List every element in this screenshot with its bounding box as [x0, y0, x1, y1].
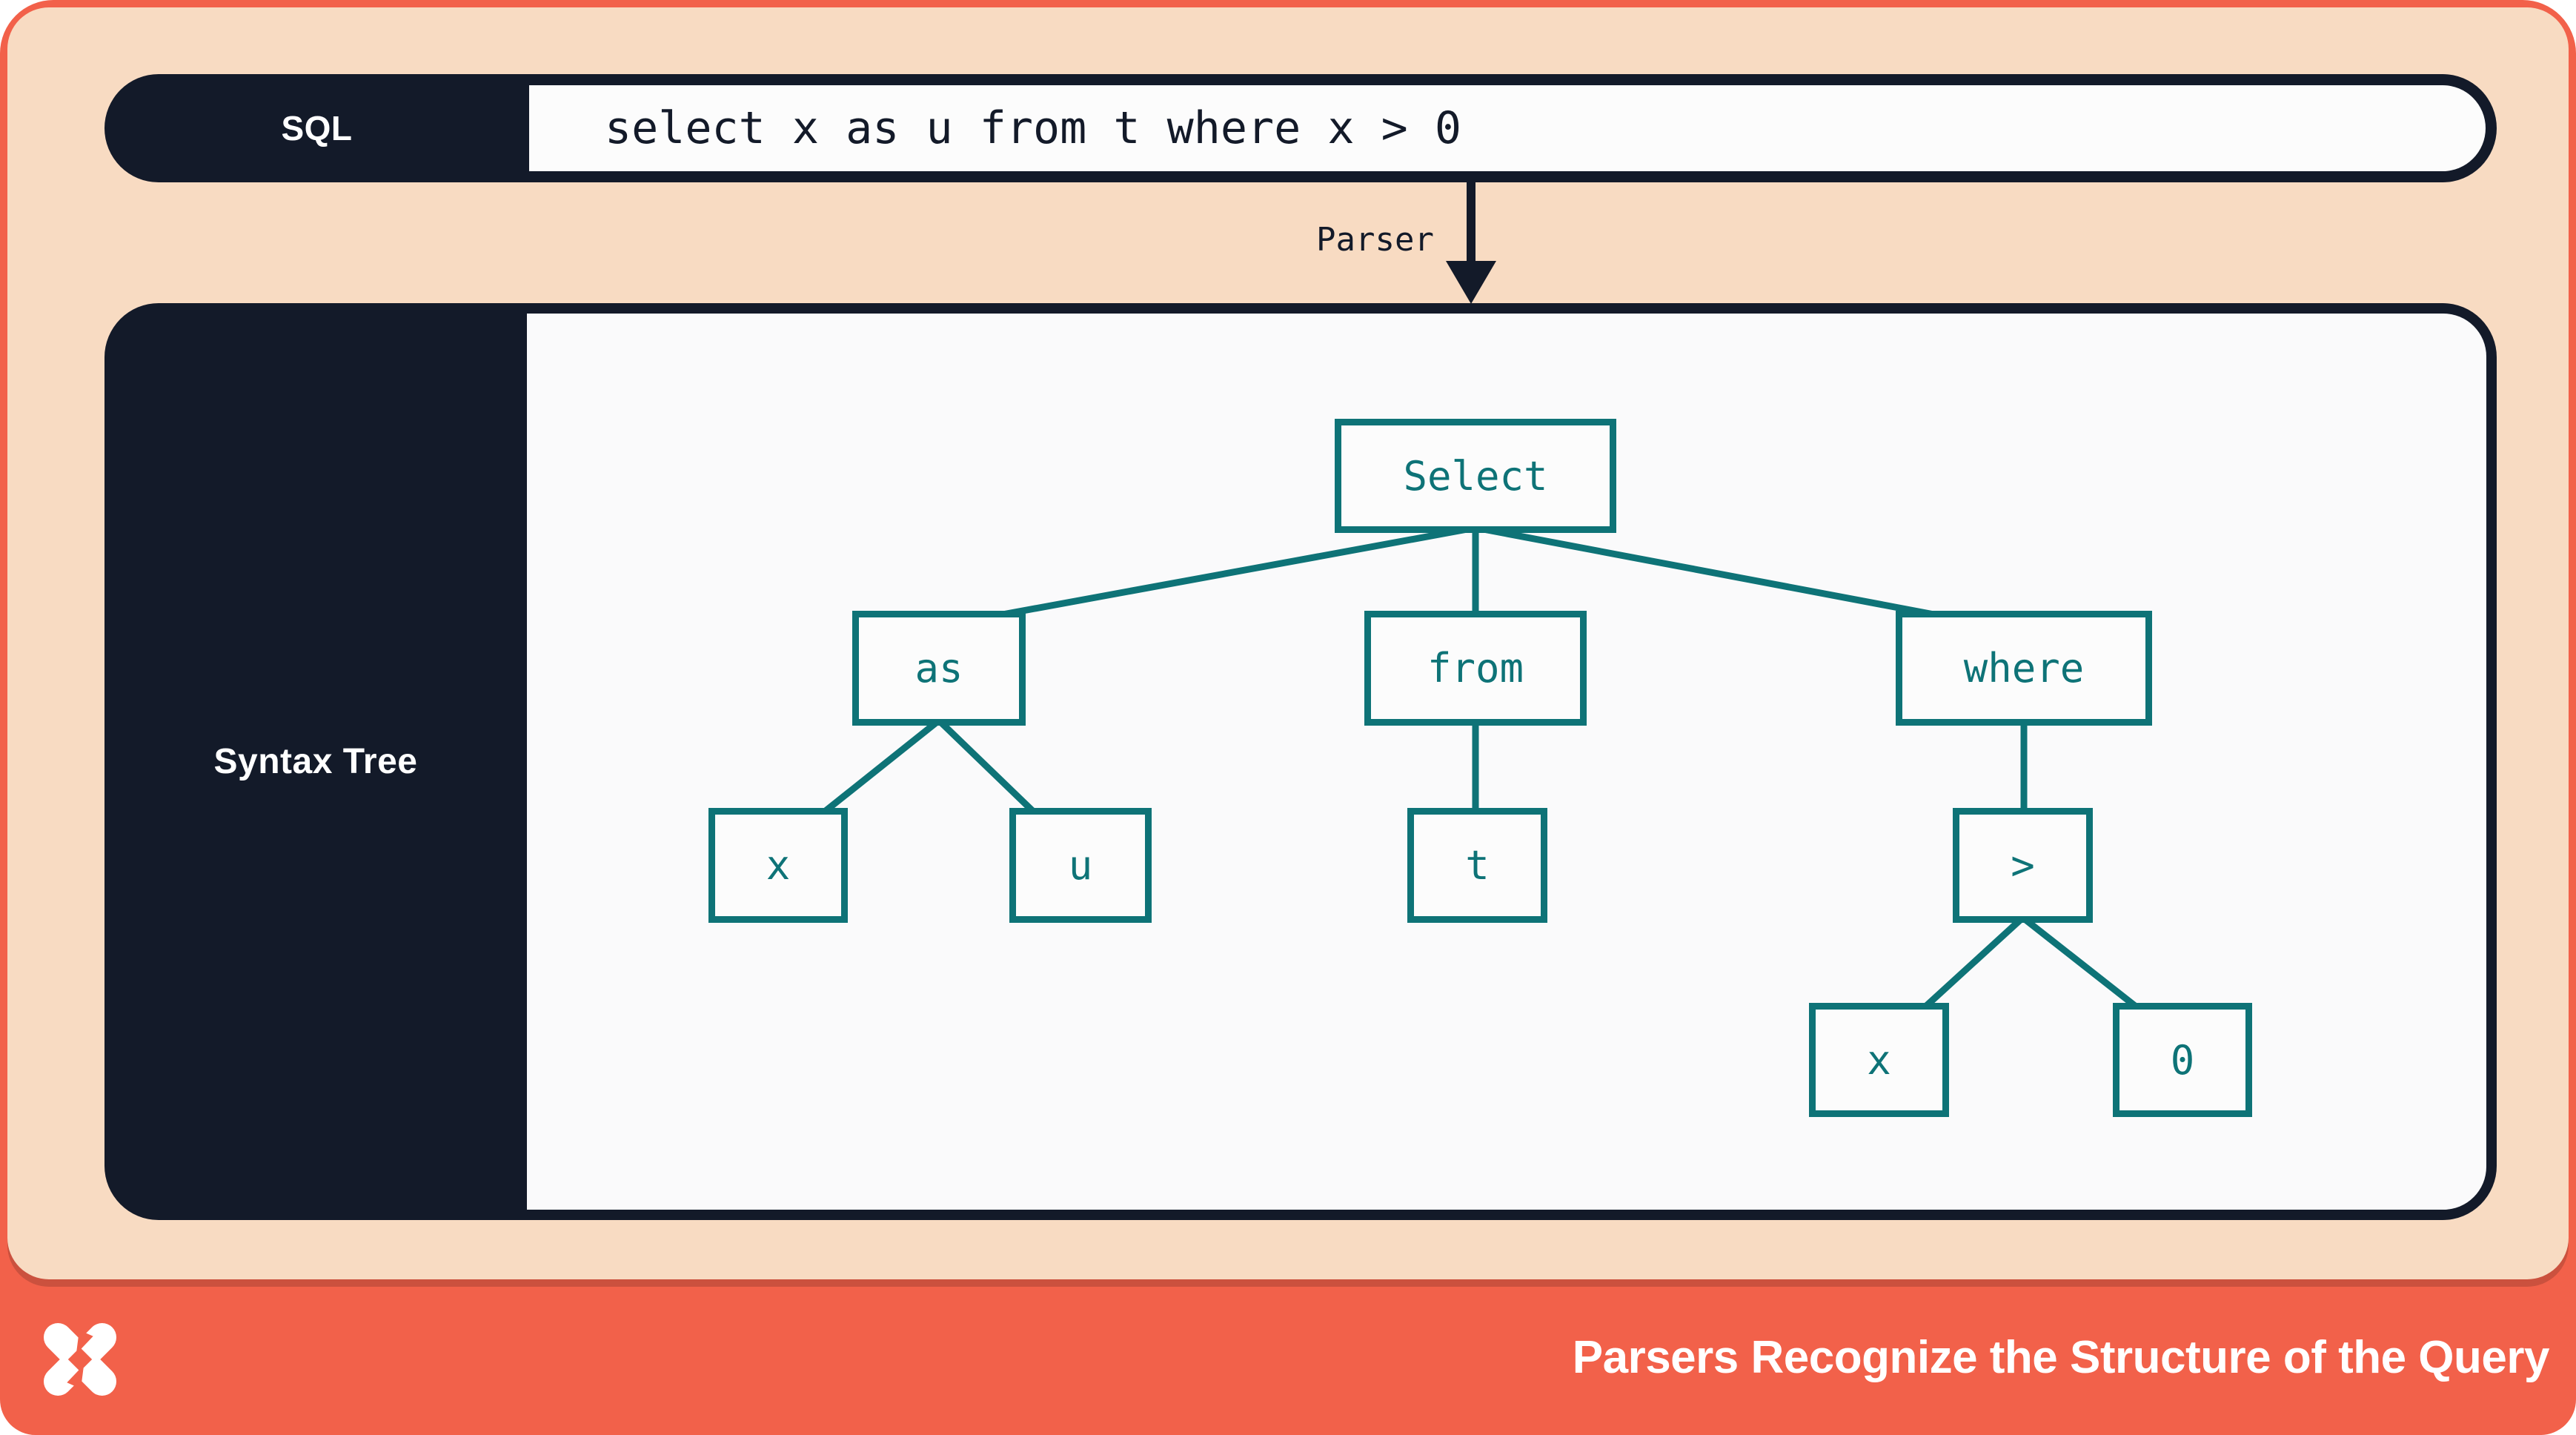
tree-edge-select-where [1475, 524, 1943, 620]
tree-edge-gt-zero [2020, 915, 2140, 1011]
sql-bar: SQL select x as u from t where x > 0 [104, 74, 2497, 182]
tree-node-gt: > [1953, 808, 2093, 923]
sql-query-field: select x as u from t where x > 0 [529, 85, 2486, 171]
dolt-logo-icon [43, 1322, 117, 1396]
sql-bar-label-zone: SQL [104, 74, 529, 182]
sql-query-text: select x as u from t where x > 0 [605, 102, 1461, 154]
tree-node-t: t [1407, 808, 1547, 923]
footer-title: Parsers Recognize the Structure of the Q… [1572, 1332, 2550, 1383]
tree-node-from: from [1364, 611, 1587, 726]
tree-node-x2: x [1809, 1003, 1949, 1117]
tree-node-select: Select [1335, 419, 1616, 533]
syntax-tree-label: Syntax Tree [213, 742, 418, 781]
parser-label: Parser [1316, 221, 1434, 259]
syntax-tree-sidebar: Syntax Tree [104, 303, 527, 1220]
tree-node-where: where [1896, 611, 2152, 726]
tree-node-u: u [1009, 808, 1152, 923]
tree-node-zero: 0 [2113, 1003, 2252, 1117]
tree-node-x1: x [708, 808, 848, 923]
tree-edge-as-u [936, 718, 1038, 816]
tree-edge-as-x1 [820, 718, 941, 816]
parser-arrow-head-icon [1446, 261, 1496, 304]
tree-edge-gt-x2 [1921, 915, 2025, 1011]
tree-edges [820, 524, 2140, 1011]
tree-edge-select-as [994, 524, 1476, 620]
parser-arrow-line [1467, 182, 1475, 262]
sql-bar-label: SQL [281, 109, 353, 148]
tree-node-as: as [852, 611, 1026, 726]
